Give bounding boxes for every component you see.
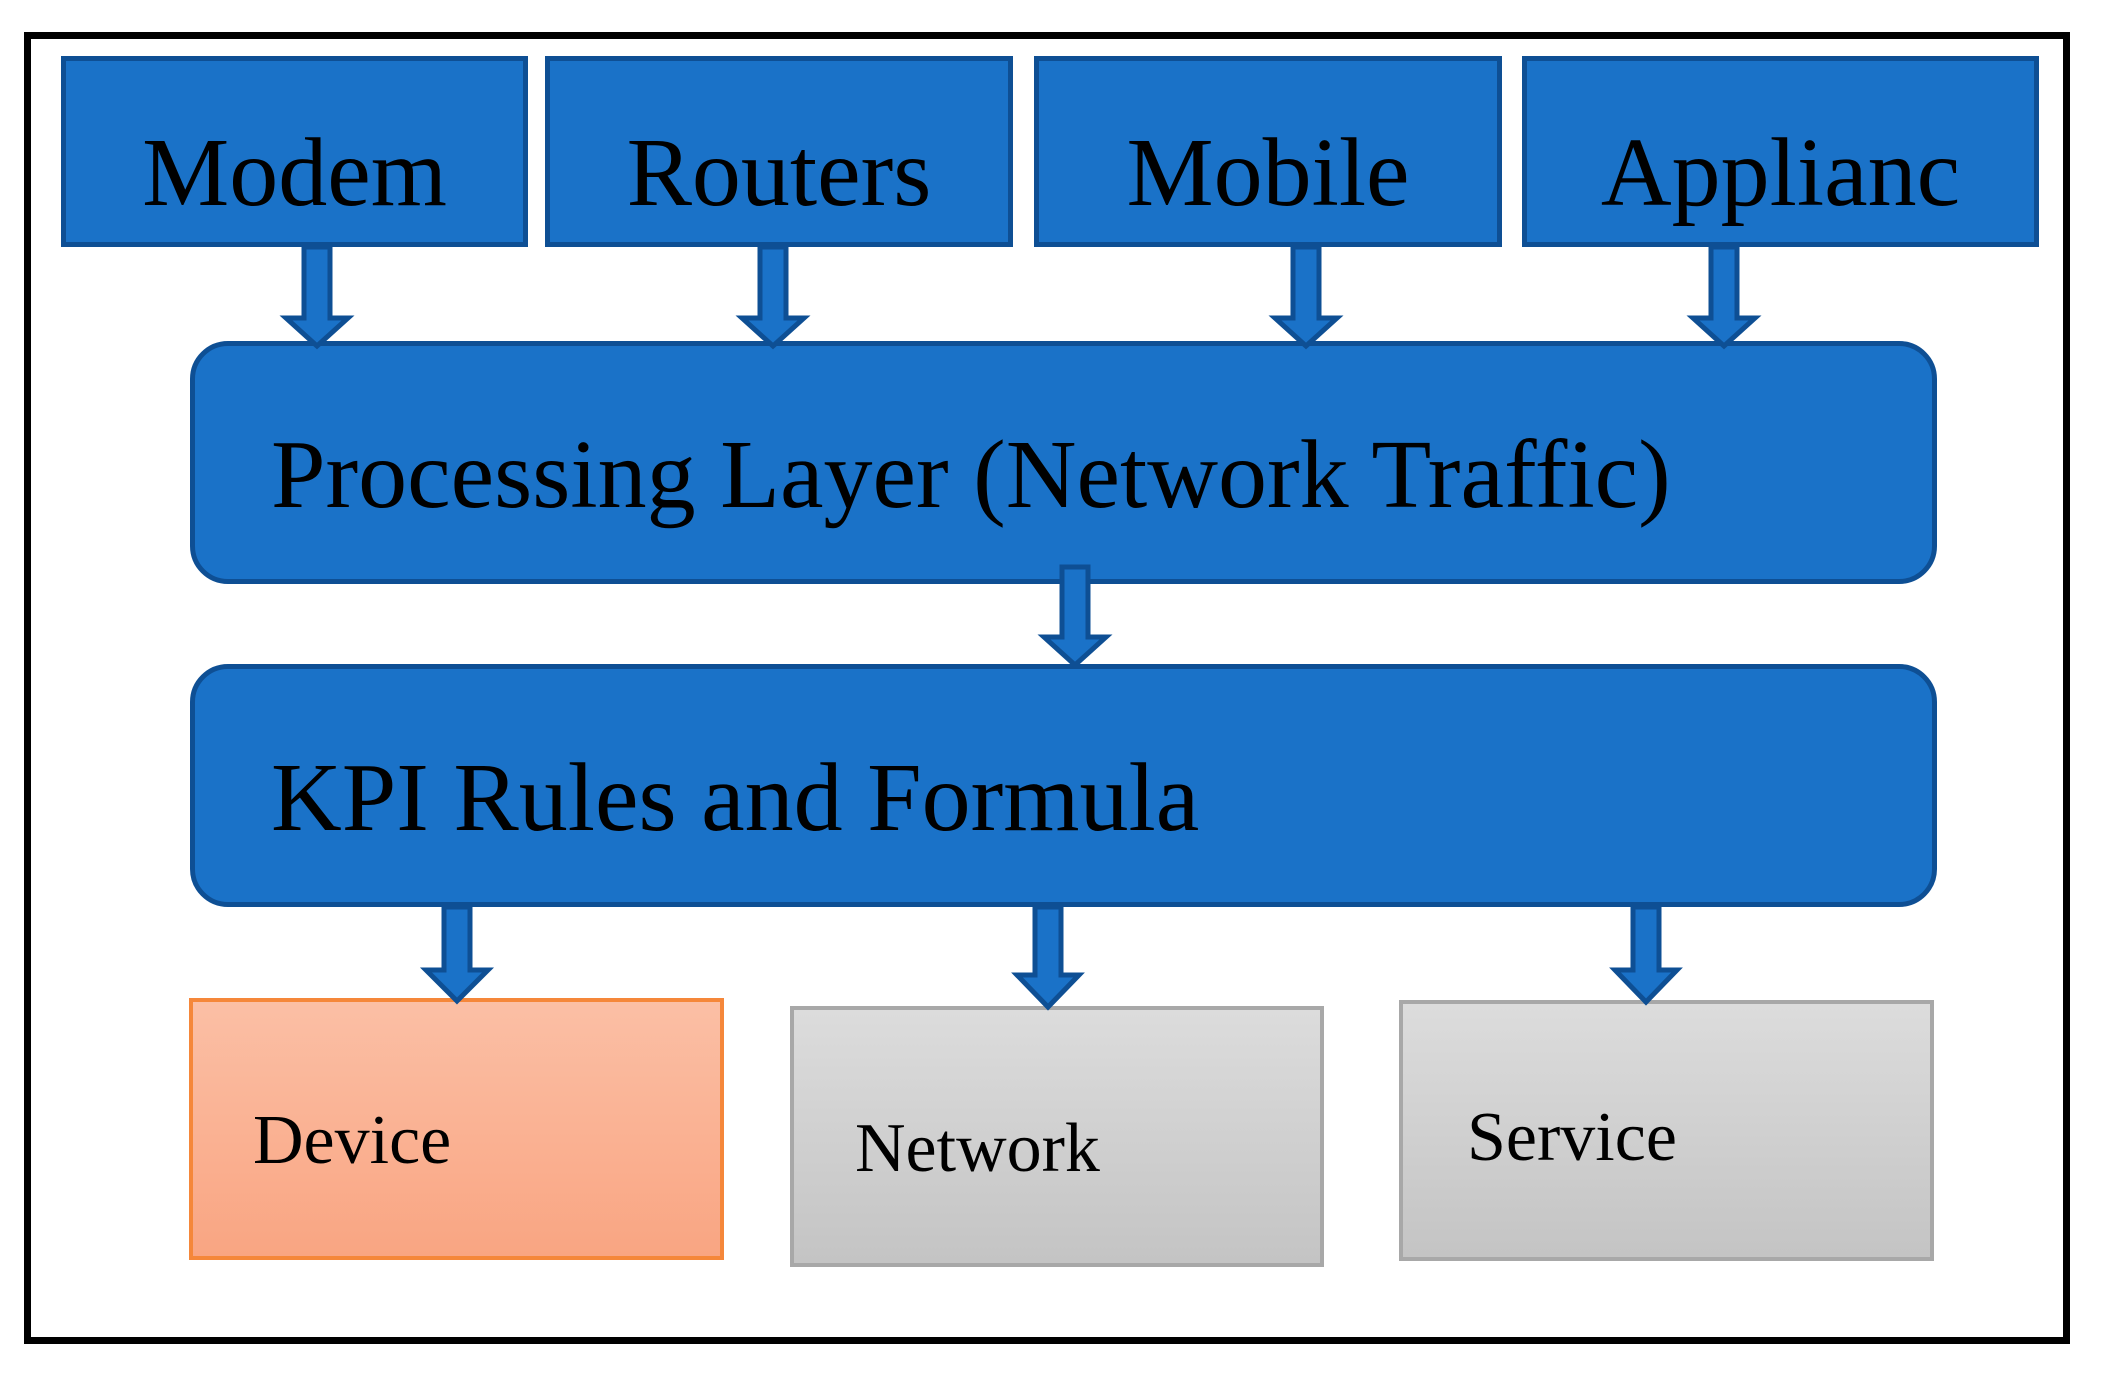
source-box-mobile: Mobile — [1034, 56, 1502, 247]
source-box-modem: Modem — [61, 56, 528, 247]
kpi-layer-box: KPI Rules and Formula — [190, 664, 1937, 907]
source-label-appliance: Applianc — [1600, 119, 1961, 227]
output-box-service: Service — [1399, 1000, 1934, 1261]
output-label-network: Network — [855, 1110, 1100, 1187]
source-box-appliance: Applianc — [1522, 56, 2039, 247]
processing-layer-label: Processing Layer (Network Traffic) — [271, 421, 1671, 529]
source-box-routers: Routers — [545, 56, 1013, 247]
output-label-service: Service — [1467, 1099, 1677, 1176]
output-box-network: Network — [790, 1006, 1324, 1267]
source-label-mobile: Mobile — [1126, 119, 1410, 227]
source-label-modem: Modem — [142, 119, 447, 227]
output-label-device: Device — [253, 1102, 452, 1179]
kpi-layer-label: KPI Rules and Formula — [271, 744, 1200, 852]
processing-layer-box: Processing Layer (Network Traffic) — [190, 341, 1937, 584]
output-box-device: Device — [189, 998, 724, 1260]
source-label-routers: Routers — [626, 119, 932, 227]
